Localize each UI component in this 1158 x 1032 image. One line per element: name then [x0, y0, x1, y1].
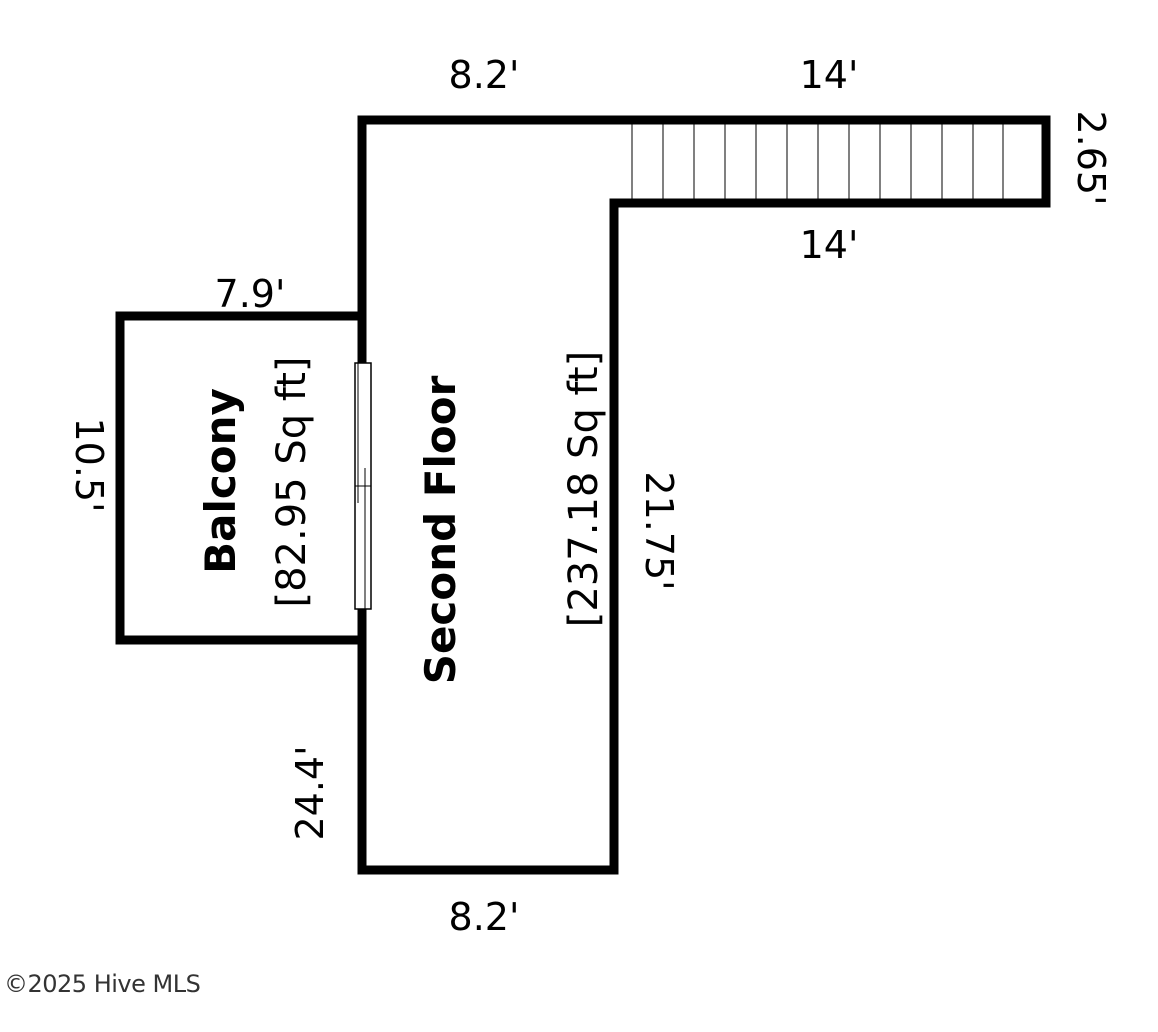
dim-balcony-left: 10.5' [67, 417, 111, 512]
copyright-watermark: ©2025 Hive MLS [4, 970, 201, 998]
dim-stairs-bottom: 14' [800, 223, 859, 267]
dim-top-stairs: 14' [800, 53, 859, 97]
dim-right-side: 21.75' [637, 471, 681, 590]
dim-stairs-right: 2.65' [1069, 110, 1113, 205]
room-label-balcony: Balcony [196, 388, 245, 574]
dim-bottom: 8.2' [449, 895, 520, 939]
sliding-door [354, 362, 372, 610]
room-area-balcony: [82.95 Sq ft] [269, 357, 315, 608]
dim-balcony-top: 7.9' [215, 272, 286, 316]
room-label-second-floor: Second Floor [416, 375, 465, 684]
dim-left-lower: 24.4' [288, 745, 332, 840]
room-area-second-floor: [237.18 Sq ft] [561, 351, 607, 627]
balcony-outline [115, 311, 362, 645]
second-floor-outline [357, 115, 1051, 875]
dim-top-left: 8.2' [449, 53, 520, 97]
stairs [631, 124, 1004, 207]
